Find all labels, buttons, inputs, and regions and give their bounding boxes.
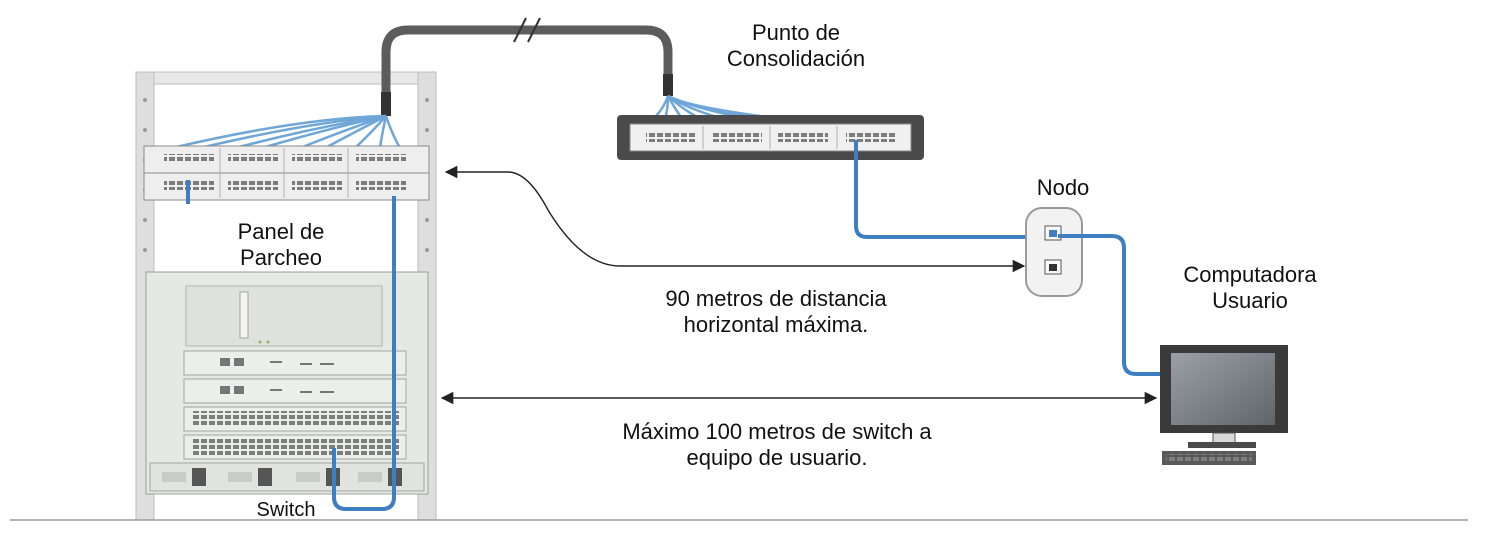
switch-chassis <box>145 271 429 495</box>
computer-label: Computadora Usuario <box>1183 262 1316 314</box>
maximum-label-line1: Máximo 100 metros de switch a <box>622 419 932 444</box>
consolidation-label-line2: Consolidación <box>726 46 866 71</box>
user-cable <box>1058 234 1164 376</box>
patch-panel-label: Panel de Parcheo <box>238 219 325 271</box>
computer-label-line1: Computadora <box>1183 262 1317 287</box>
switch-label: Switch <box>256 499 316 521</box>
consolidation-point-panel <box>617 115 924 160</box>
patch-panel <box>143 145 430 201</box>
horizontal-distance-label: 90 metros de distancia horizontal máxima… <box>665 286 886 338</box>
horizontal-label-line1: 90 metros de distancia <box>665 286 887 311</box>
node-label: Nodo <box>1036 175 1090 200</box>
maximum-distance-label: Máximo 100 metros de switch a equipo de … <box>622 419 931 471</box>
patch-cords <box>186 180 396 511</box>
maximum-label-line2: equipo de usuario. <box>686 445 868 470</box>
wall-outlet <box>1025 207 1083 297</box>
horizontal-label-line2: horizontal máxima. <box>683 312 869 337</box>
monitor-icon <box>1160 345 1288 448</box>
consolidation-point-label: Punto de Consolidación <box>727 20 865 72</box>
keyboard-icon <box>1162 451 1256 465</box>
computer-label-line2: Usuario <box>1212 288 1288 313</box>
patch-panel-fanout-cables <box>171 114 402 150</box>
consolidation-label-line1: Punto de <box>751 20 841 45</box>
patch-panel-label-line1: Panel de <box>237 219 325 244</box>
horizontal-distance-arrow <box>444 165 1026 273</box>
cable-break-mark <box>513 17 541 43</box>
trunk-cable <box>381 25 673 101</box>
patch-panel-label-line2: Parcheo <box>240 245 322 270</box>
